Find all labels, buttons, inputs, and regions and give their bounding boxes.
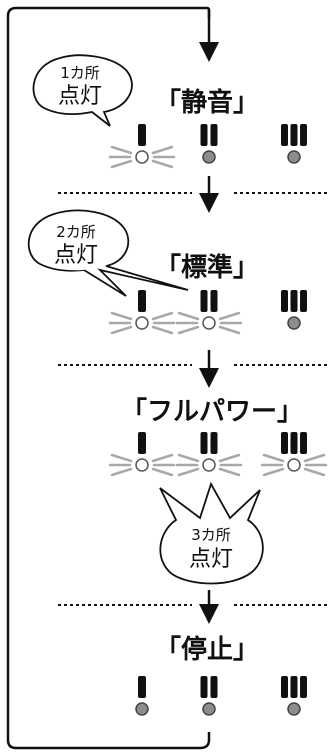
- mode-label-full-power: 「フルパワー」: [121, 396, 303, 427]
- indicator-lamp-1: [135, 676, 149, 716]
- cycle-loop-line: [6, 6, 211, 750]
- callout-bubble: 1カ所 点灯: [32, 54, 133, 127]
- indicator-lamp-2: [200, 124, 218, 164]
- indicator-lamp-3: [260, 432, 328, 477]
- arrow-down-icon: [199, 176, 219, 213]
- indicator-lamp-3: [281, 676, 307, 716]
- callout-line1: 2カ所: [56, 223, 96, 241]
- mode-label-quiet: 「静音」: [155, 87, 259, 118]
- callout-bubble: 3カ所 点灯: [159, 481, 264, 585]
- mode-label-standard: 「標準」: [155, 252, 259, 283]
- indicator-lamp-2: [175, 432, 243, 477]
- arrow-down-icon: [199, 350, 219, 388]
- mode-label-stop: 「停止」: [155, 634, 259, 665]
- callout-line2: 点灯: [189, 547, 233, 572]
- indicator-lamp-2: [175, 290, 243, 335]
- callout-line2: 点灯: [54, 243, 98, 268]
- arrow-down-icon: [199, 590, 219, 624]
- callout-line1: 1カ所: [60, 64, 100, 82]
- arrow-down-icon: [199, 10, 219, 62]
- callout-line2: 点灯: [58, 84, 102, 109]
- indicator-lamp-3: [281, 124, 307, 164]
- indicator-lamp-1: [108, 290, 176, 335]
- callout-bubble: 2カ所 点灯: [27, 209, 189, 297]
- callout-line1: 3カ所: [191, 526, 231, 544]
- indicator-lamp-3: [281, 290, 307, 330]
- indicator-lamp-2: [200, 676, 218, 716]
- indicator-lamp-1: [108, 124, 176, 169]
- indicator-lamp-1: [108, 432, 176, 477]
